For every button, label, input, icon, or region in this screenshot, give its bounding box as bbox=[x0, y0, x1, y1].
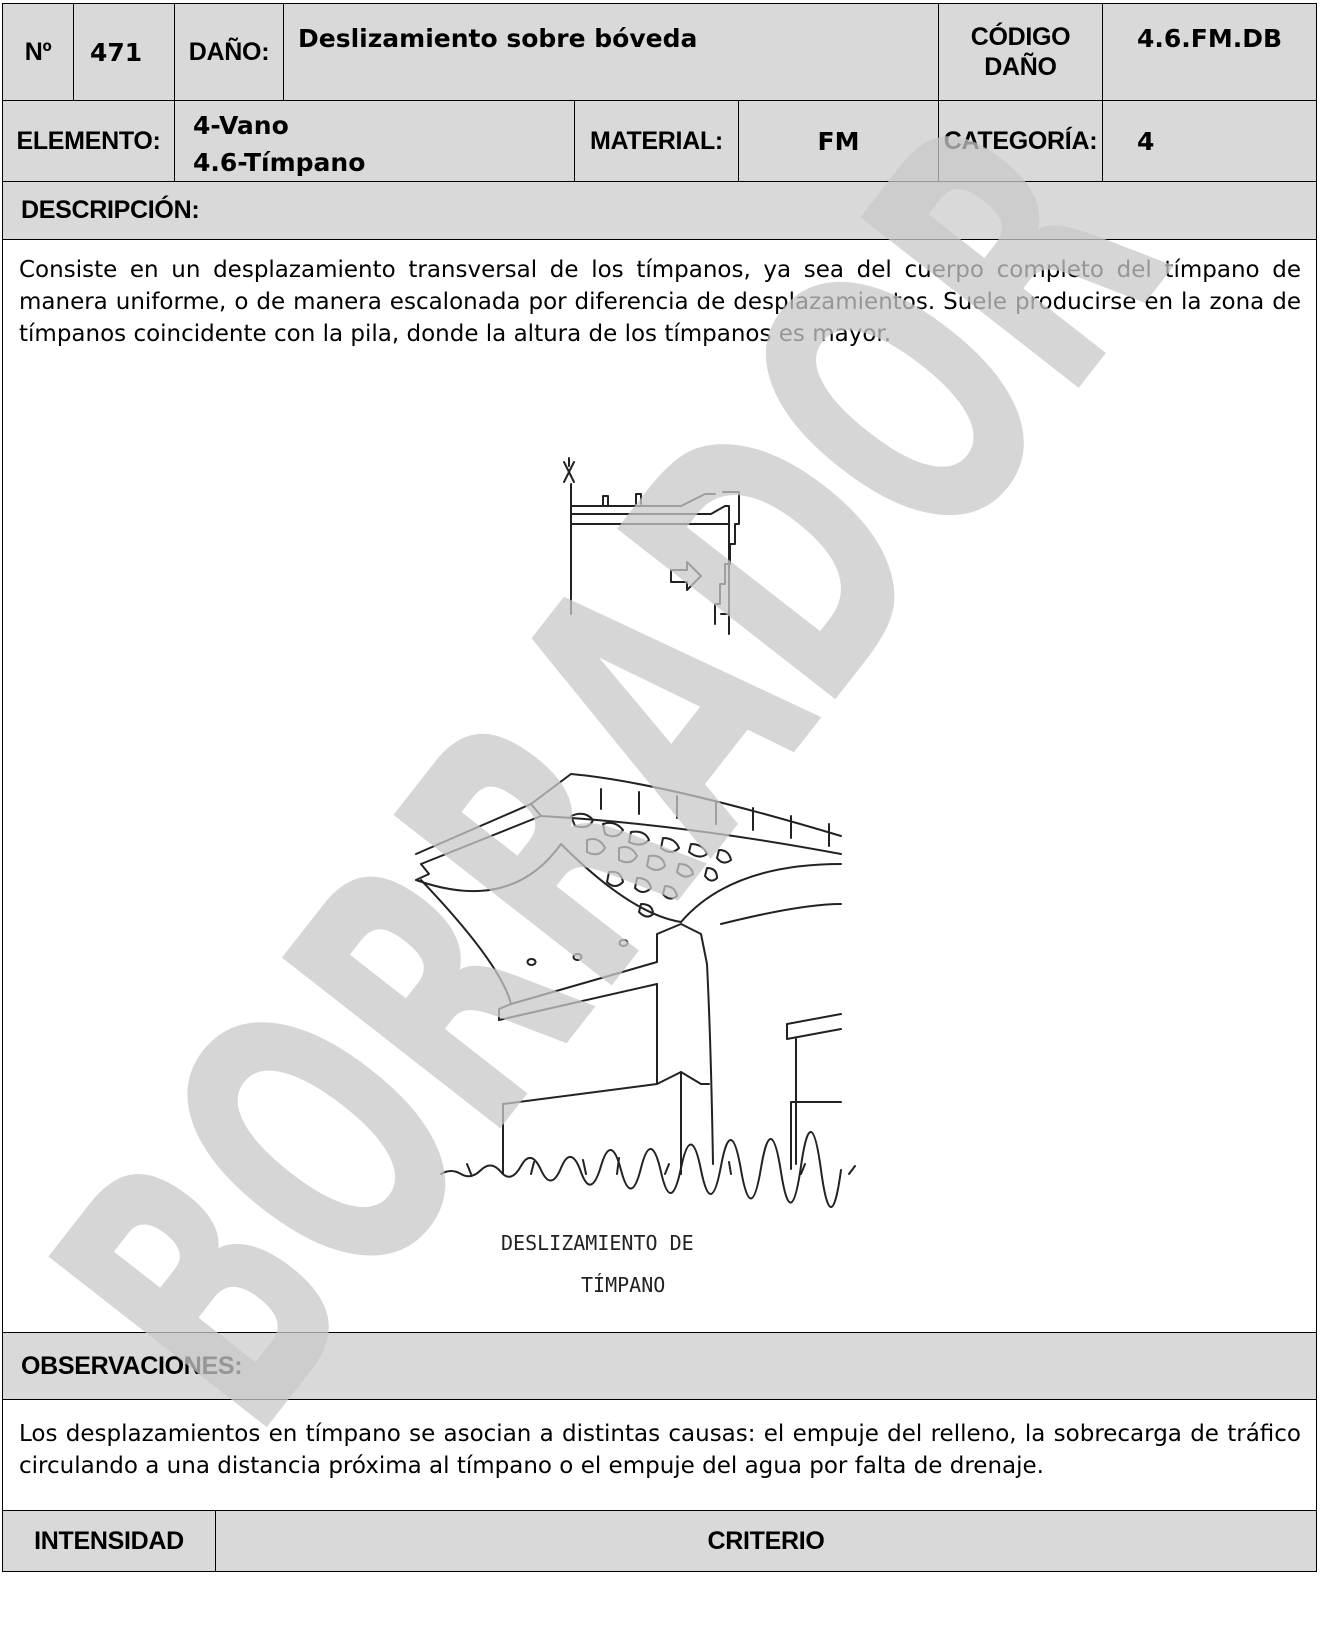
intensidad-header: INTENSIDAD bbox=[2, 1510, 216, 1572]
material-label: MATERIAL: bbox=[574, 100, 739, 182]
criterio-header: CRITERIO bbox=[215, 1510, 1317, 1572]
categoria-value: 4 bbox=[1102, 100, 1317, 182]
material-value: FM bbox=[738, 100, 939, 182]
no-label: Nº bbox=[2, 3, 74, 101]
observaciones-text: Los desplazamientos en tímpano se asocia… bbox=[19, 1421, 1301, 1479]
elemento-label: ELEMENTO: bbox=[2, 100, 175, 182]
codigo-value: 4.6.FM.DB bbox=[1102, 3, 1317, 101]
descripcion-body: Consiste en un desplazamiento transversa… bbox=[2, 239, 1317, 1333]
categoria-label: CATEGORÍA: bbox=[938, 100, 1103, 182]
observaciones-body: Los desplazamientos en tímpano se asocia… bbox=[2, 1399, 1317, 1511]
elemento-value: 4-Vano 4.6-Tímpano bbox=[174, 100, 575, 182]
caption-line1: DESLIZAMIENTO DE bbox=[501, 1231, 694, 1255]
dano-label: DAÑO: bbox=[174, 3, 284, 101]
codigo-label-line1: CÓDIGO bbox=[970, 23, 1071, 51]
codigo-label-line2: DAÑO bbox=[984, 53, 1057, 81]
descripcion-text: Consiste en un desplazamiento transversa… bbox=[19, 257, 1301, 347]
elemento-line1: 4-Vano bbox=[193, 111, 289, 140]
elemento-line2: 4.6-Tímpano bbox=[193, 148, 366, 177]
codigo-label: CÓDIGO DAÑO bbox=[938, 3, 1103, 101]
observaciones-label: OBSERVACIONES: bbox=[2, 1332, 1317, 1400]
sketch-figure: DESLIZAMIENTO DE TÍMPANO bbox=[415, 457, 856, 1297]
descripcion-label: DESCRIPCIÓN: bbox=[2, 181, 1317, 240]
no-value: 471 bbox=[73, 3, 175, 101]
caption-line2: TÍMPANO bbox=[581, 1273, 665, 1297]
damage-sheet: Nº 471 DAÑO: Deslizamiento sobre bóveda … bbox=[2, 3, 1317, 1629]
dano-value: Deslizamiento sobre bóveda bbox=[283, 3, 939, 101]
